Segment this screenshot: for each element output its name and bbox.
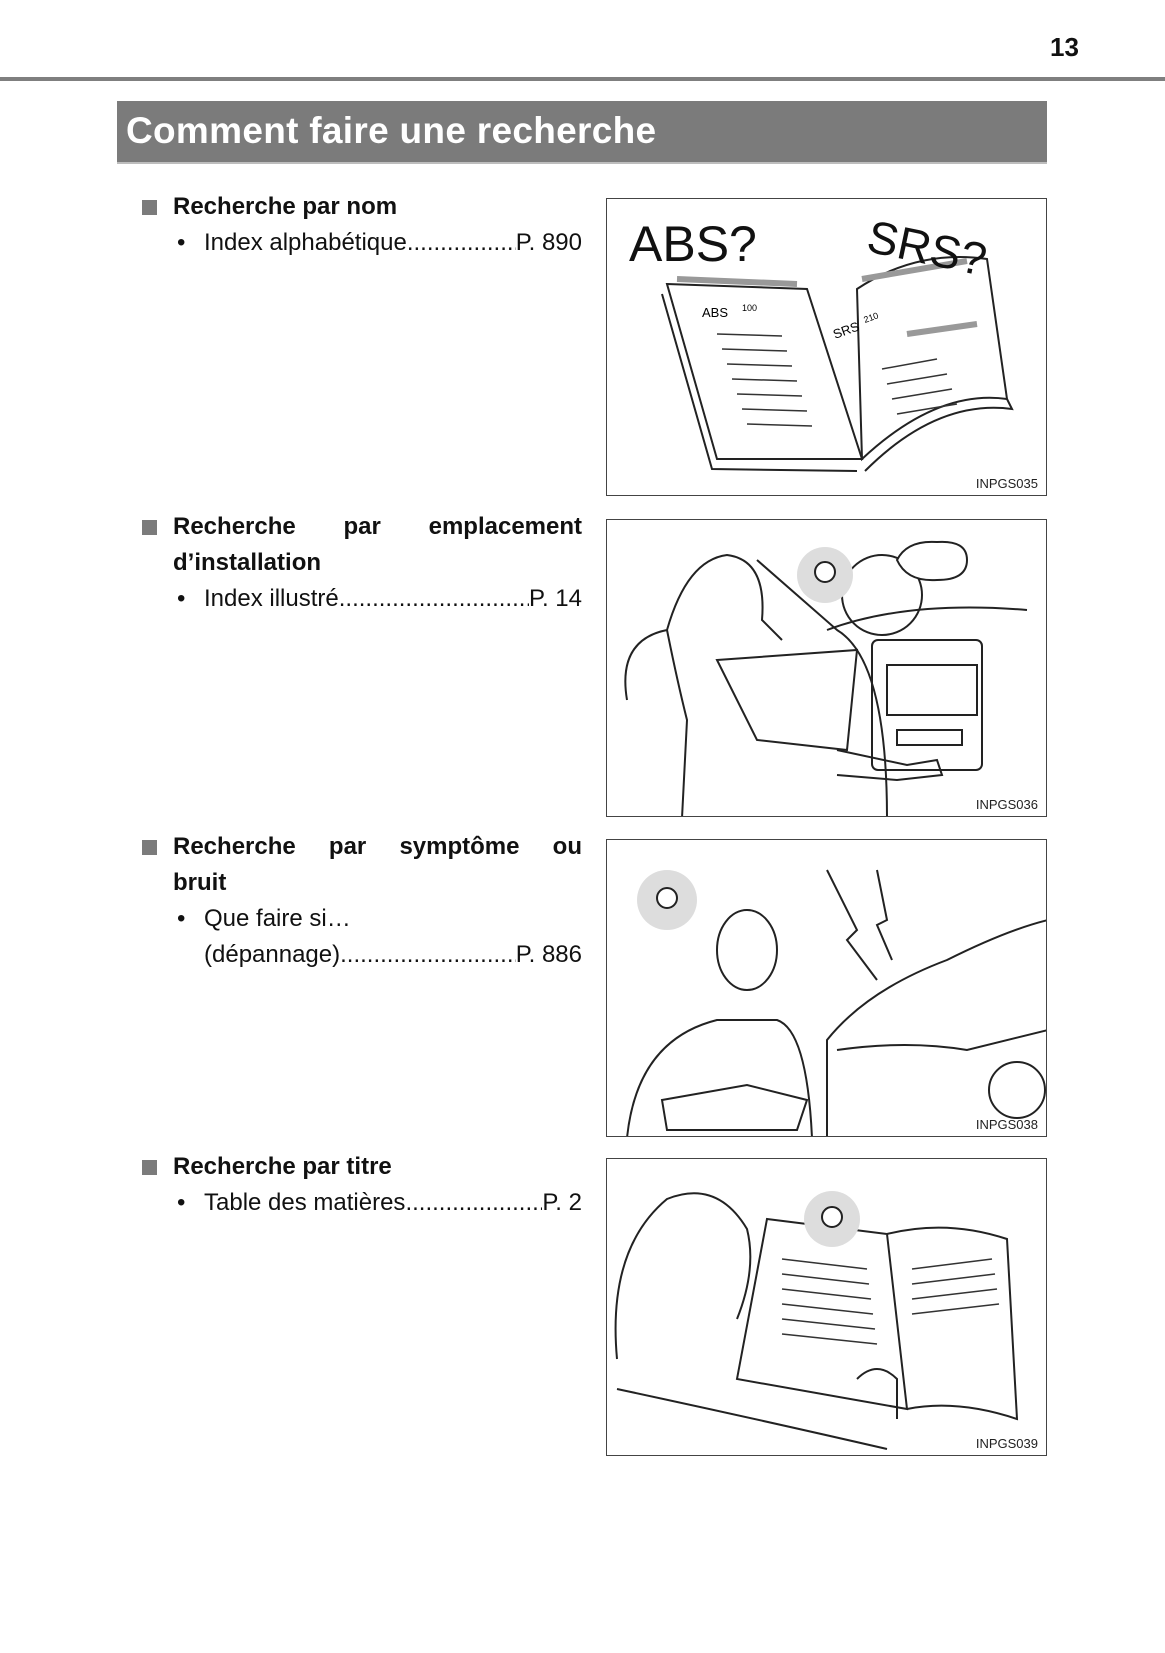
abs-question-label: ABS?	[629, 216, 757, 272]
dot-leader	[340, 937, 516, 973]
dot-leader	[405, 1185, 542, 1221]
heading-text: Recherche par symptôme ou	[173, 833, 582, 860]
section-by-name: Recherche par nom • Index alphabétique P. …	[142, 189, 582, 261]
section-heading: Recherche par symptôme ou	[142, 829, 582, 865]
item-label: Que faire si…	[204, 905, 351, 932]
figure-symptom-noise: INPGS038	[606, 839, 1047, 1137]
page-ref[interactable]: P. 14	[529, 585, 582, 612]
dot-leader	[339, 581, 529, 617]
figure-table-of-contents: INPGS039	[606, 1158, 1047, 1456]
item-label: Table des matières	[204, 1189, 406, 1216]
page-ref[interactable]: P. 2	[542, 1189, 582, 1216]
srs-page-label: 210	[862, 310, 880, 325]
heading-text: Recherche par emplacement	[173, 513, 582, 540]
page-title: Comment faire une recherche	[126, 110, 657, 151]
square-bullet-icon	[142, 1160, 157, 1175]
figure-caption: INPGS035	[975, 476, 1038, 491]
section-heading: Recherche par titre	[142, 1149, 582, 1185]
contents-illustration	[614, 1191, 1019, 1450]
dot-leader	[407, 225, 516, 261]
heading-text: d’installation	[173, 549, 322, 576]
symptom-illustration	[626, 869, 1046, 1136]
figure-caption: INPGS038	[975, 1117, 1038, 1132]
heading-text: Recherche par nom	[173, 193, 398, 220]
item-label: (dépannage)	[204, 941, 341, 968]
book-illustration: ABS? SRS? ABS 100 SRS 210	[629, 210, 1014, 472]
section-title-bar: Comment faire une recherche	[117, 101, 1047, 164]
item-label: Index illustré	[204, 585, 339, 612]
section-heading-cont: bruit	[142, 865, 582, 901]
figure-caption: INPGS039	[975, 1436, 1038, 1451]
srs-index-label: SRS	[831, 318, 862, 341]
square-bullet-icon	[142, 840, 157, 855]
section-by-title: Recherche par titre • Table des matières P…	[142, 1149, 582, 1221]
driver-illustration	[624, 540, 1028, 816]
figure-open-book: ABS? SRS? ABS 100 SRS 210 INPGS035	[606, 198, 1047, 496]
section-heading: Recherche par nom	[142, 189, 582, 225]
item-label: Index alphabétique	[204, 229, 407, 256]
section-heading-cont: d’installation	[142, 545, 582, 581]
section-by-location: Recherche par emplacement d’installation…	[142, 509, 582, 617]
figure-caption: INPGS036	[975, 797, 1038, 812]
item-line1: • Que faire si…	[142, 901, 582, 937]
heading-text: Recherche par titre	[173, 1153, 392, 1180]
section-by-symptom: Recherche par symptôme ou bruit • Que fai…	[142, 829, 582, 973]
page-ref[interactable]: P. 890	[515, 229, 582, 256]
heading-text: bruit	[173, 869, 227, 896]
figure-driver-manual: INPGS036	[606, 519, 1047, 817]
abs-index-label: ABS	[702, 305, 728, 320]
header-rule	[0, 77, 1165, 81]
page-number: 13	[1050, 32, 1079, 62]
square-bullet-icon	[142, 200, 157, 215]
bullet-icon: •	[177, 585, 186, 612]
section-heading: Recherche par emplacement	[142, 509, 582, 545]
index-link[interactable]: • Table des matières P. 2	[142, 1185, 582, 1221]
index-link[interactable]: • Index illustré P. 14	[142, 581, 582, 617]
index-link[interactable]: (dépannage) P. 886	[142, 937, 582, 973]
index-link[interactable]: • Index alphabétique P. 890	[142, 225, 582, 261]
abs-page-label: 100	[742, 303, 757, 313]
page-ref[interactable]: P. 886	[515, 941, 582, 968]
bullet-icon: •	[177, 1189, 186, 1216]
bullet-icon: •	[177, 229, 186, 256]
square-bullet-icon	[142, 520, 157, 535]
bullet-icon: •	[177, 905, 186, 932]
